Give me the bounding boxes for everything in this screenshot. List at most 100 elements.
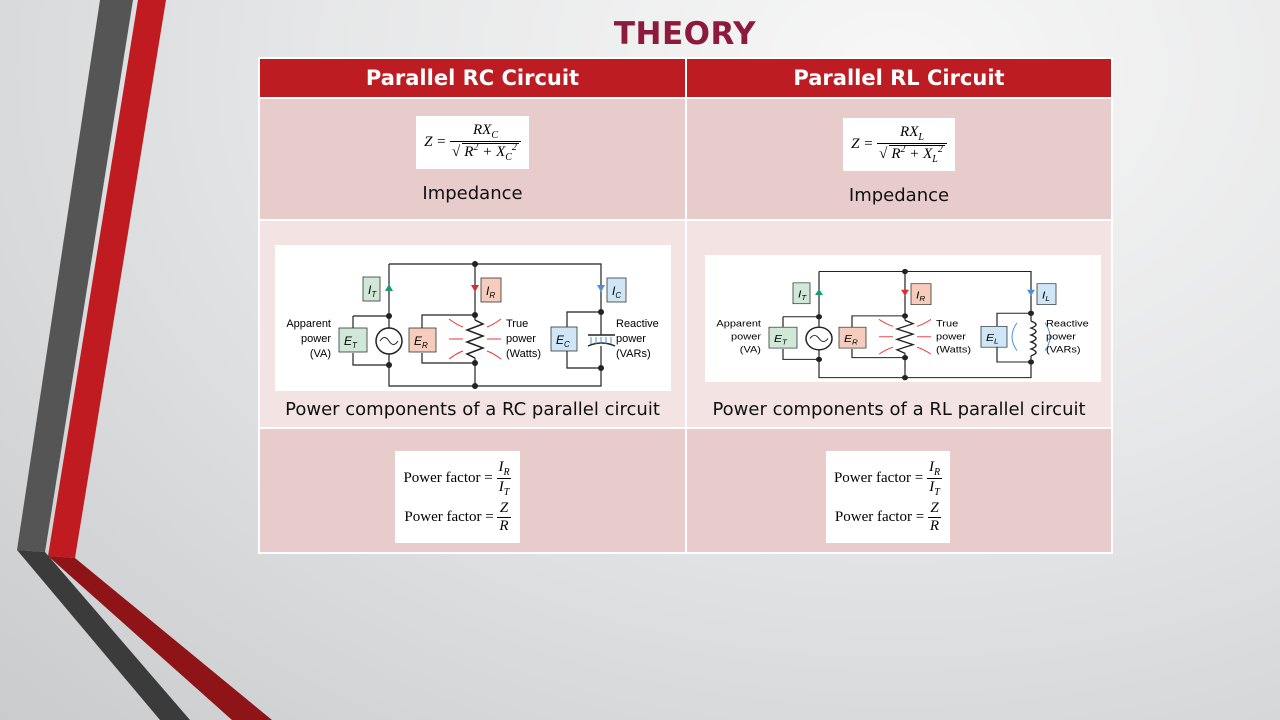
- r-term: R: [464, 144, 474, 160]
- reactive-text: power: [616, 333, 646, 345]
- x-term: + X: [478, 144, 506, 160]
- true-text: (Watts): [936, 345, 971, 355]
- rc-circuit-cell: IT IR IC ET ER EC Apparent power (VA) True p…: [258, 219, 687, 429]
- reactive-text: power: [1046, 332, 1077, 342]
- numerator: Z: [499, 500, 509, 516]
- formula-lhs: Z =: [851, 135, 874, 152]
- arrow-up-icon: [815, 288, 823, 296]
- true-text: (Watts): [506, 348, 541, 360]
- subscript: C: [491, 130, 498, 141]
- ac-source-icon: [375, 327, 403, 355]
- formula-lhs: Z =: [424, 133, 447, 150]
- reactive-text: (VARs): [1046, 345, 1081, 355]
- slide-title: THEORY: [613, 16, 757, 52]
- reactive-current-label: IC: [606, 277, 627, 303]
- numerator: I: [928, 459, 934, 475]
- reactive-text: Reactive: [1046, 319, 1089, 329]
- denominator: I: [498, 479, 504, 495]
- numerator: Z: [930, 500, 939, 516]
- denominator: R: [497, 517, 511, 534]
- subscript: L: [932, 154, 938, 165]
- inductor-icon: [1011, 320, 1051, 357]
- r-term: R: [891, 146, 901, 162]
- svg-text:IR: IR: [916, 290, 926, 303]
- pf-label: Power factor =: [834, 509, 925, 525]
- svg-text:IT: IT: [798, 289, 808, 302]
- total-current-label: IT: [792, 282, 811, 305]
- source-voltage-label: ET: [768, 326, 798, 349]
- arrow-down-icon: [901, 289, 909, 296]
- reactive-voltage-label: EL: [980, 325, 1008, 348]
- subscript: R: [503, 467, 510, 478]
- decorative-stripes: [17, 0, 272, 720]
- header-rc: Parallel RC Circuit: [258, 57, 687, 99]
- svg-text:EL: EL: [986, 333, 998, 346]
- reactive-text: Reactive: [616, 318, 659, 330]
- impedance-label: Impedance: [422, 183, 523, 204]
- source-voltage-label: ET: [338, 327, 368, 353]
- reactive-voltage-label: EC: [550, 326, 578, 352]
- heat-waves-icon: [448, 318, 502, 360]
- apparent-text: power: [731, 332, 762, 342]
- pf-label: Power factor =: [833, 470, 924, 486]
- rl-circuit-diagram: IT IR IL ET ER EL Apparent power (VA) True p…: [705, 255, 1101, 382]
- resistor-voltage-label: ER: [838, 326, 867, 349]
- apparent-text: Apparent: [286, 318, 331, 330]
- svg-text:IL: IL: [1042, 290, 1050, 303]
- svg-text:EC: EC: [556, 333, 570, 349]
- svg-text:ER: ER: [844, 334, 858, 347]
- exponent: 2: [937, 144, 943, 155]
- arrow-up-icon: [385, 284, 393, 291]
- true-text: power: [506, 333, 536, 345]
- exponent: 2: [473, 142, 479, 153]
- exponent: 2: [900, 144, 906, 155]
- reactive-text: (VARs): [616, 348, 651, 360]
- denominator: R: [927, 517, 942, 534]
- heat-waves-icon: [878, 319, 932, 355]
- true-text: power: [936, 332, 967, 342]
- comparison-table: Parallel RC Circuit Parallel RL Circuit …: [258, 57, 1113, 554]
- apparent-text: (VA): [310, 348, 331, 360]
- circuit-caption: Power components of a RC parallel circui…: [285, 399, 660, 420]
- true-text: True: [936, 319, 958, 329]
- numerator: I: [498, 459, 504, 475]
- impedance-formula: Z = RXC √R2 + XC2: [416, 116, 529, 169]
- denominator: I: [929, 479, 935, 495]
- arrow-down-icon: [597, 285, 605, 292]
- rc-circuit-diagram: IT IR IC ET ER EC Apparent power (VA) True p…: [275, 245, 671, 391]
- arrow-down-icon: [471, 285, 479, 292]
- svg-text:IT: IT: [368, 283, 377, 299]
- svg-text:IR: IR: [486, 284, 495, 300]
- svg-text:ET: ET: [344, 334, 358, 350]
- subscript: R: [933, 467, 941, 478]
- resistor-current-label: IR: [480, 277, 502, 303]
- header-rl: Parallel RL Circuit: [685, 57, 1113, 99]
- exponent: 2: [511, 142, 517, 153]
- resistor-current-label: IR: [910, 283, 932, 305]
- formula-numerator: RX: [472, 122, 492, 138]
- subscript: T: [503, 487, 510, 498]
- pf-label: Power factor =: [403, 470, 493, 486]
- formula-numerator: RX: [900, 124, 919, 140]
- capacitor-icon: [587, 334, 616, 347]
- x-term: + X: [905, 146, 933, 162]
- apparent-text: (VA): [740, 345, 761, 355]
- svg-text:IC: IC: [612, 284, 621, 300]
- subscript: C: [505, 152, 512, 163]
- reactive-current-label: IL: [1036, 283, 1057, 305]
- apparent-text: Apparent: [716, 319, 761, 329]
- subscript: L: [918, 132, 924, 143]
- apparent-text: power: [301, 333, 331, 345]
- ac-source-icon: [805, 326, 833, 351]
- impedance-label: Impedance: [848, 185, 950, 206]
- svg-text:ER: ER: [414, 334, 428, 350]
- pf-label: Power factor =: [404, 509, 494, 525]
- arrow-down-icon: [1027, 289, 1035, 296]
- true-text: True: [506, 318, 528, 330]
- resistor-voltage-label: ER: [408, 327, 437, 353]
- impedance-formula: Z = RXL √R2 + XL2: [843, 118, 955, 171]
